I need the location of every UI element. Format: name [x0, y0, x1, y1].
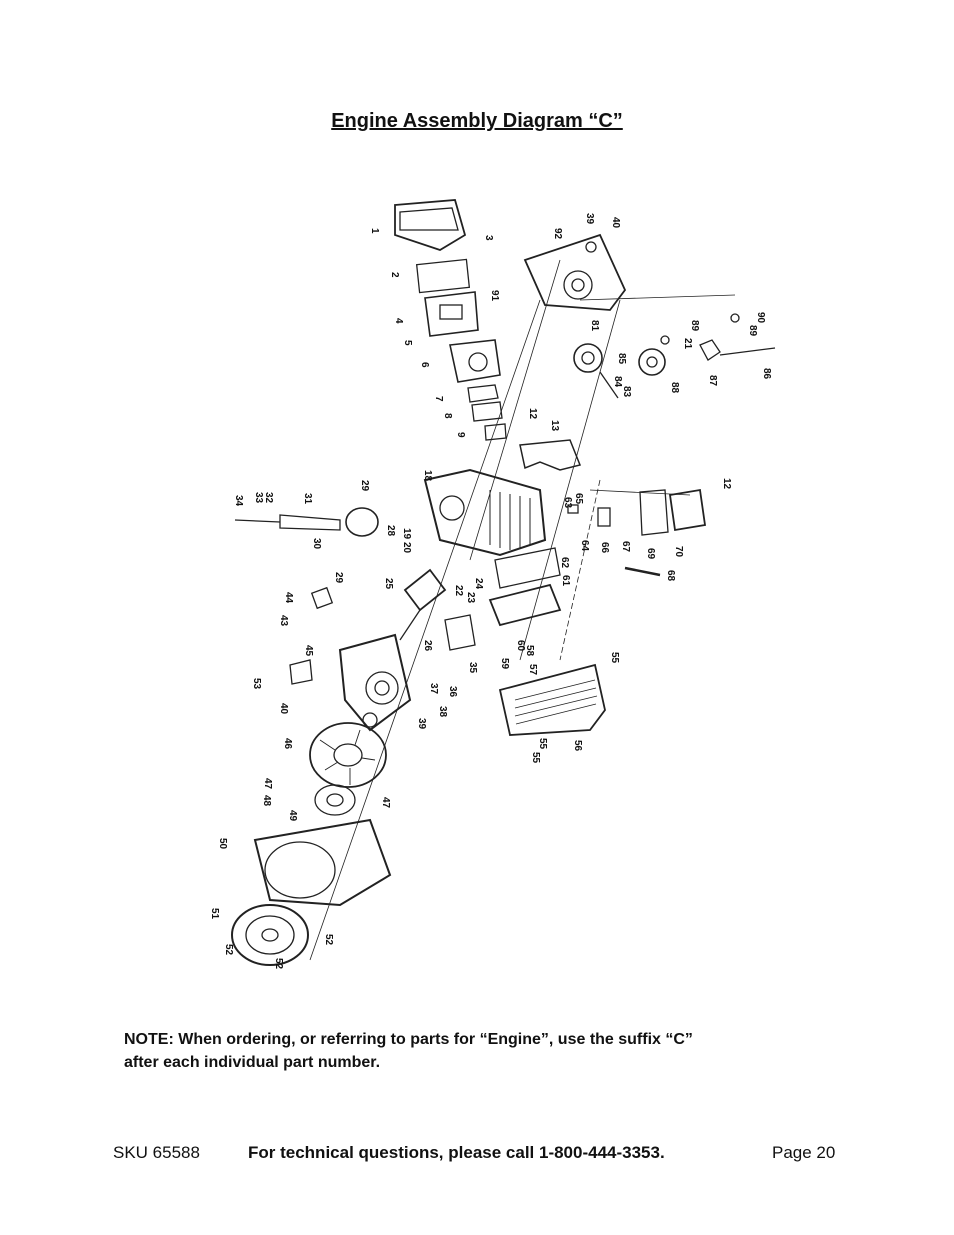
callout-label: 68 [665, 570, 676, 582]
callout-label: 86 [761, 368, 772, 380]
callout-label: 49 [287, 810, 298, 822]
callout-label: 35 [467, 662, 478, 674]
callout-label: 81 [589, 320, 600, 332]
callout-label: 47 [262, 778, 273, 790]
callout-label: 29 [359, 480, 370, 492]
footer-tech-support: For technical questions, please call 1-8… [248, 1143, 665, 1162]
callout-label: 84 [612, 376, 623, 388]
callout-label: 39 [584, 213, 595, 225]
callout-label: 31 [302, 493, 313, 505]
callout-label: 89 [689, 320, 700, 332]
page-title: Engine Assembly Diagram “C” [331, 110, 623, 132]
callout-label: 48 [261, 795, 272, 807]
callout-label: 90 [755, 312, 766, 324]
callout-label: 55 [537, 738, 548, 750]
callout-label: 52 [223, 944, 234, 956]
callout-label: 29 [333, 572, 344, 584]
callout-label: 55 [530, 752, 541, 764]
callout-label: 3 [483, 235, 494, 241]
callout-label: 19 [401, 528, 412, 540]
callout-label: 34 [233, 495, 244, 507]
callout-label: 70 [673, 546, 684, 558]
callout-label: 85 [616, 353, 627, 365]
callout-label: 21 [682, 338, 693, 350]
callout-label: 23 [465, 592, 476, 604]
callout-label: 62 [559, 557, 570, 569]
callout-label: 89 [747, 325, 758, 337]
footer-page-number: Page 20 [772, 1143, 836, 1162]
callout-label: 28 [385, 525, 396, 537]
callout-label: 5 [402, 340, 413, 346]
callout-label: 45 [303, 645, 314, 657]
callout-label: 7 [433, 396, 444, 402]
callout-label: 61 [560, 575, 571, 587]
callout-label: 20 [401, 542, 412, 554]
callout-label: 1 [369, 228, 380, 234]
callout-label: 8 [442, 413, 453, 419]
diagram-linework [231, 199, 776, 966]
callout-label: 46 [282, 738, 293, 750]
callout-label: 50 [217, 838, 228, 850]
callout-label: 2 [389, 272, 400, 278]
callout-label: 22 [453, 585, 464, 597]
callout-label: 12 [721, 478, 732, 490]
callout-label: 67 [620, 541, 631, 553]
callout-label: 66 [599, 542, 610, 554]
callout-label: 32 [263, 492, 274, 504]
callout-label: 39 [416, 718, 427, 730]
callout-label: 9 [455, 432, 466, 438]
callout-label: 25 [383, 578, 394, 590]
callout-label: 87 [707, 375, 718, 387]
callout-label: 52 [323, 934, 334, 946]
callout-label: 26 [422, 640, 433, 652]
callout-label: 13 [549, 420, 560, 432]
callout-label: 88 [669, 382, 680, 394]
ordering-note: NOTE: When ordering, or referring to par… [124, 1028, 824, 1074]
callout-label: 40 [610, 217, 621, 229]
callout-label: 43 [278, 615, 289, 627]
footer-sku: SKU 65588 [113, 1143, 200, 1162]
callout-label: 33 [253, 492, 264, 504]
callout-label: 40 [278, 703, 289, 715]
callout-label: 56 [572, 740, 583, 752]
callout-label: 44 [283, 592, 294, 604]
callout-label: 24 [473, 578, 484, 590]
callout-label: 12 [527, 408, 538, 420]
callout-label: 51 [209, 908, 220, 920]
callout-label: 6 [419, 362, 430, 368]
callout-label: 37 [428, 683, 439, 695]
callout-label: 47 [380, 797, 391, 809]
note-line-2: after each individual part number. [124, 1054, 381, 1071]
callout-label: 38 [437, 706, 448, 718]
callout-label: 36 [447, 686, 458, 698]
callout-label: 18 [422, 470, 433, 482]
callout-label: 55 [609, 652, 620, 664]
callout-label: 83 [621, 386, 632, 398]
callout-label: 92 [552, 228, 563, 240]
callout-label: 57 [527, 664, 538, 676]
callout-label: 30 [311, 538, 322, 550]
callout-label: 59 [499, 658, 510, 670]
callout-label: 52 [273, 958, 284, 970]
callout-label: 58 [524, 645, 535, 657]
part-callouts: 1 2 3 4 5 6 7 8 9 12 13 12 18 19 20 21 2… [209, 213, 772, 970]
callout-label: 53 [251, 678, 262, 690]
callout-label: 60 [515, 640, 526, 652]
note-line-1: NOTE: When ordering, or referring to par… [124, 1031, 693, 1048]
callout-label: 64 [579, 540, 590, 552]
callout-label: 91 [489, 290, 500, 302]
callout-label: 69 [645, 548, 656, 560]
callout-label: 63 [562, 497, 573, 509]
callout-label: 65 [573, 493, 584, 505]
callout-label: 4 [393, 318, 404, 324]
